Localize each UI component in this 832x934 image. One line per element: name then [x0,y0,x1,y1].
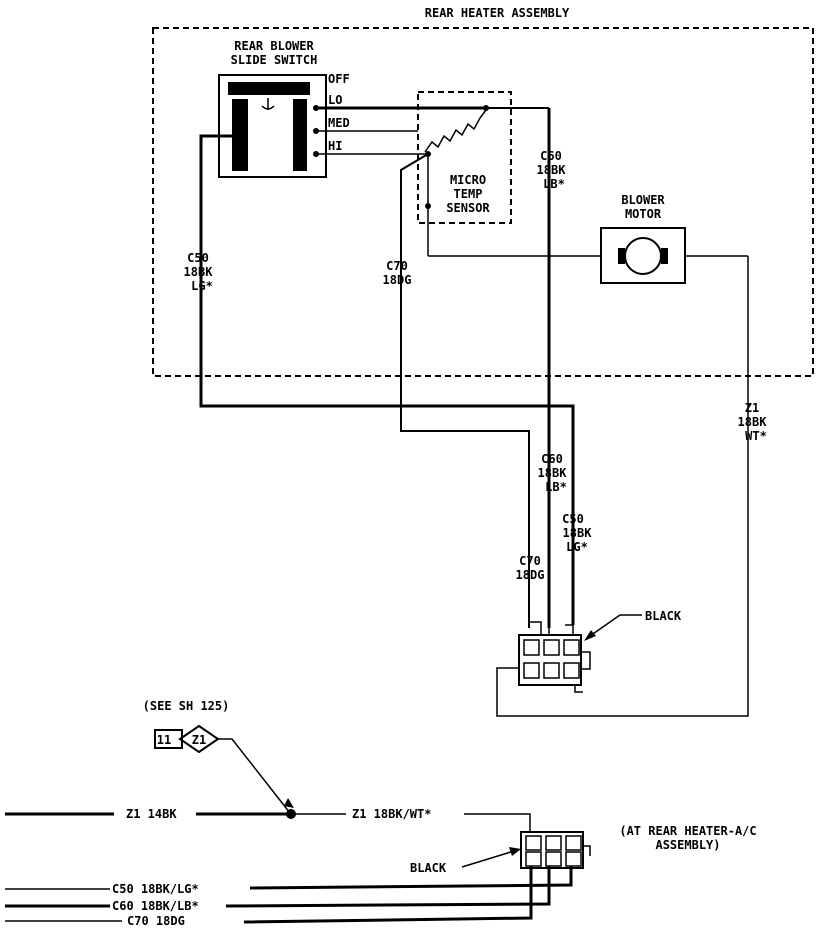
slide-switch-right-contact [293,99,307,171]
motor-brush-right [661,248,668,264]
svg-text:LG*: LG* [566,540,588,554]
connector-lower-body [520,831,584,869]
rear-heater-assembly-boundary [152,27,814,377]
svg-text:LG*: LG* [191,279,213,293]
sensor-resistor [424,109,487,153]
wire-label-c60-lower: C60 18BK LB* [538,452,568,494]
ground-ref-label: 11 [157,733,171,747]
switch-position-med: MED [328,116,350,130]
wire-label-c70-lower: C70 18DG [516,554,545,582]
wire-c70-bottom-b [243,866,533,924]
ground-ref-arrow-icon [284,798,294,808]
svg-text:WT*: WT* [745,429,767,443]
ground-ref-code: Z1 [192,733,206,747]
svg-text:18DG: 18DG [383,273,412,287]
wire-c50 [199,134,575,625]
wire-label-c50-lower: C50 18BK LG* [562,512,592,554]
wire-label-c50-upper: C50 18BK LG* [184,251,214,293]
svg-text:C70: C70 [519,554,541,568]
blower-motor-icon [624,237,662,275]
connector-lower-location-line2: ASSEMBLY) [655,838,720,852]
wire-label-z1-left: Z1 14BK [126,807,177,821]
rear-heater-assembly-title: REAR HEATER ASSEMBLY [425,6,570,20]
switch-position-lo: LO [328,93,342,107]
sensor-label-line1: MICRO [450,173,486,187]
svg-text:C70: C70 [386,259,408,273]
wire-z1 [496,256,749,717]
connector-lower [520,831,591,869]
connector-upper-arrow-icon [584,630,596,641]
wire-label-c60-bottom: C60 18BK/LB* [112,899,199,913]
connector-lower-location-line1: (AT REAR HEATER-A/C [619,824,756,838]
rear-blower-slide-switch: REAR BLOWER SLIDE SWITCH OFF LO MED HI [218,39,350,178]
wire-c70 [400,153,530,628]
ground-ref-see: (SEE SH 125) [143,699,230,713]
switch-position-off: OFF [328,72,350,86]
wire-c60-bottom-b [225,866,551,908]
blower-motor-label-line1: BLOWER [621,193,665,207]
sensor-label-line2: TEMP [454,187,483,201]
svg-text:LB*: LB* [545,480,567,494]
ground-ref-symbol: 11 Z1 [154,724,220,754]
switch-position-hi: HI [328,139,342,153]
micro-temp-sensor-boundary [417,91,512,224]
svg-text:18BK: 18BK [738,415,768,429]
slide-switch-title-line2: SLIDE SWITCH [231,53,318,67]
svg-text:18BK: 18BK [538,466,568,480]
slide-switch-left-contact [232,99,248,171]
micro-temp-sensor: MICRO TEMP SENSOR [417,91,512,224]
wire-label-z1-upper: Z1 18BK WT* [738,401,768,443]
connector-lower-leader [461,850,515,868]
slide-switch-top-bar [228,82,310,95]
svg-text:C60: C60 [541,452,563,466]
blower-motor: BLOWER MOTOR [600,193,686,284]
svg-text:18BK: 18BK [537,163,567,177]
svg-text:C60: C60 [540,149,562,163]
motor-brush-left [618,248,625,264]
svg-text:LB*: LB* [543,177,565,191]
svg-text:Z1: Z1 [745,401,759,415]
slide-switch-body [218,74,327,178]
connector-lower-label: BLACK [410,861,447,875]
sensor-node-top [483,105,489,111]
wire-label-c50-bottom: C50 18BK/LG* [112,882,199,896]
svg-text:C50: C50 [562,512,584,526]
wire-label-z1-right: Z1 18BK/WT* [352,807,431,821]
svg-text:18BK: 18BK [184,265,214,279]
wire-label-c70-bottom: C70 18DG [127,914,185,928]
connector-upper-label: BLACK [645,609,682,623]
connector-upper-leader-2 [589,614,621,637]
wire-label-c60-upper: C60 18BK LB* [537,149,567,191]
sensor-label-line3: SENSOR [446,201,490,215]
wire-z1-right-b [464,813,531,832]
svg-text:18BK: 18BK [563,526,593,540]
slide-switch-wiper-icon [261,98,275,110]
svg-text:C50: C50 [187,251,209,265]
wire-ground-ref [218,738,291,814]
connector-lower-arrow-icon [509,847,521,856]
blower-motor-label-line2: MOTOR [625,207,662,221]
svg-text:18DG: 18DG [516,568,545,582]
wire-label-c70-upper: C70 18DG [383,259,412,287]
wire-c50-bottom-b [249,866,573,890]
connector-upper [518,621,591,693]
slide-switch-title-line1: REAR BLOWER [234,39,314,53]
